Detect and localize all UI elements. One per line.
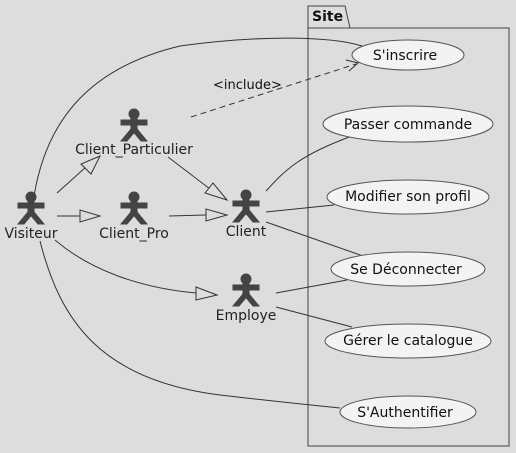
actor-label: Client bbox=[226, 224, 267, 240]
use-case-label: Passer commande bbox=[344, 117, 472, 133]
actor-client-particulier[interactable]: Client_Particulier bbox=[75, 108, 193, 158]
link-client-modifierprofil bbox=[265, 204, 335, 213]
use-case-label: Gérer le catalogue bbox=[343, 333, 473, 349]
generalization-arrow bbox=[205, 208, 229, 222]
actor-label: Client_Pro bbox=[99, 226, 169, 242]
link-visiteur-authentifier bbox=[39, 240, 341, 409]
link-clientpro-client bbox=[168, 214, 207, 217]
generalization-arrow bbox=[79, 209, 102, 223]
actor-label: Visiteur bbox=[4, 226, 57, 242]
link-employe-gerercatalogue bbox=[275, 306, 353, 328]
actor-visiteur[interactable]: Visiteur bbox=[4, 191, 58, 242]
generalization-arrow bbox=[195, 286, 219, 301]
link-client-deconnecter bbox=[265, 221, 364, 257]
use-case-label: S'inscrire bbox=[373, 48, 437, 64]
generalization-arrow bbox=[80, 155, 102, 175]
actor-client-pro[interactable]: Client_Pro bbox=[99, 191, 169, 242]
link-visiteur-sinscrire bbox=[33, 37, 363, 197]
use-case-gerer-catalogue[interactable]: Gérer le catalogue bbox=[324, 323, 492, 359]
link-client-passercommande bbox=[265, 135, 353, 192]
link-include bbox=[190, 63, 357, 118]
use-case-label: S'Authentifier bbox=[357, 405, 453, 421]
actor-client[interactable]: Client bbox=[226, 189, 267, 240]
actor-icon bbox=[231, 189, 261, 223]
generalization-arrow bbox=[204, 182, 229, 201]
link-visiteur-clientparticulier bbox=[56, 166, 87, 194]
actor-icon bbox=[16, 191, 46, 225]
use-case-label: Modifier son profil bbox=[345, 189, 471, 205]
use-case-authentifier[interactable]: S'Authentifier bbox=[339, 395, 477, 429]
link-visiteur-employe bbox=[54, 239, 197, 294]
package-title: Site bbox=[312, 9, 343, 25]
include-label: <include> bbox=[213, 78, 282, 93]
use-case-passer-commande[interactable]: Passer commande bbox=[322, 105, 494, 143]
use-case-se-deconnecter[interactable]: Se Déconnecter bbox=[330, 251, 486, 287]
actor-icon bbox=[119, 191, 149, 225]
actor-label: Employe bbox=[216, 308, 277, 324]
package-site: Site bbox=[307, 5, 510, 447]
links bbox=[33, 37, 364, 409]
link-employe-deconnecter bbox=[275, 279, 348, 294]
use-case-modifier-profil[interactable]: Modifier son profil bbox=[326, 179, 490, 215]
actor-icon bbox=[119, 108, 149, 142]
actor-employe[interactable]: Employe bbox=[216, 273, 277, 324]
use-case-label: Se Déconnecter bbox=[350, 262, 462, 278]
use-case-sinscrire[interactable]: S'inscrire bbox=[351, 39, 465, 71]
link-clientparticulier-client bbox=[167, 156, 211, 190]
actor-icon bbox=[231, 273, 261, 307]
actor-label: Client_Particulier bbox=[75, 142, 193, 158]
include-arrowhead bbox=[345, 59, 360, 72]
